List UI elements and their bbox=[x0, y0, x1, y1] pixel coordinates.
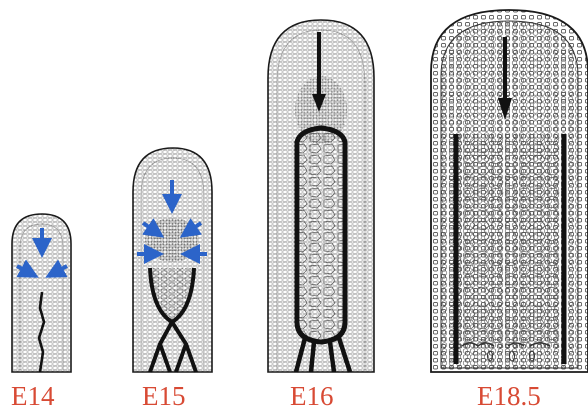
stage-e15-figure bbox=[133, 148, 212, 372]
stage-e14-figure bbox=[12, 214, 71, 372]
stage-label-e14: E14 bbox=[11, 383, 55, 410]
e18-5-marrow-region bbox=[456, 134, 564, 348]
stage-e16-figure bbox=[268, 20, 374, 372]
stage-label-e18-5: E18.5 bbox=[477, 383, 541, 410]
e16-marrow-core bbox=[297, 128, 345, 342]
stage-e18-5-figure bbox=[431, 10, 588, 372]
stage-label-e16: E16 bbox=[290, 383, 334, 410]
stage-label-e15: E15 bbox=[142, 383, 186, 410]
